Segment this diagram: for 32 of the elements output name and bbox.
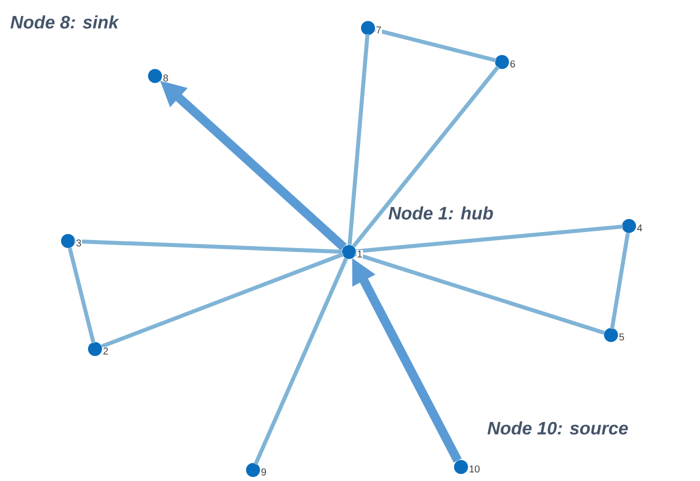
node-number: 4 xyxy=(636,224,643,232)
node-number: 7 xyxy=(375,26,382,34)
graph-node xyxy=(61,234,75,248)
edge-line xyxy=(354,252,605,335)
graph-node xyxy=(88,342,102,356)
edge-line xyxy=(352,66,500,248)
graph-node xyxy=(246,462,260,477)
node-number: 3 xyxy=(75,238,82,248)
annotation: Node 10: source xyxy=(488,421,628,435)
node-number: 6 xyxy=(509,60,516,68)
annotation: Node 1: hub xyxy=(388,206,493,220)
edge-line xyxy=(68,247,96,344)
graph-node xyxy=(495,55,509,69)
graph-node xyxy=(361,21,375,35)
graph-node xyxy=(454,460,468,474)
edge-line xyxy=(254,258,348,466)
graph-node xyxy=(342,244,356,259)
edge-line xyxy=(74,239,342,254)
node-number: 8 xyxy=(162,74,169,82)
annotation: Node 8: sink xyxy=(10,15,120,29)
edge-line xyxy=(356,224,624,254)
node-number: 5 xyxy=(618,333,625,341)
edge-line xyxy=(101,252,344,348)
graph-node xyxy=(148,68,162,83)
edge-line xyxy=(374,28,496,62)
node-number: 10 xyxy=(468,464,480,473)
edge-line xyxy=(610,232,630,330)
graph-node xyxy=(604,328,618,342)
node-number: 2 xyxy=(102,347,109,355)
edge-line xyxy=(348,34,370,245)
graph-node xyxy=(622,218,636,233)
node-number: 9 xyxy=(260,468,267,476)
